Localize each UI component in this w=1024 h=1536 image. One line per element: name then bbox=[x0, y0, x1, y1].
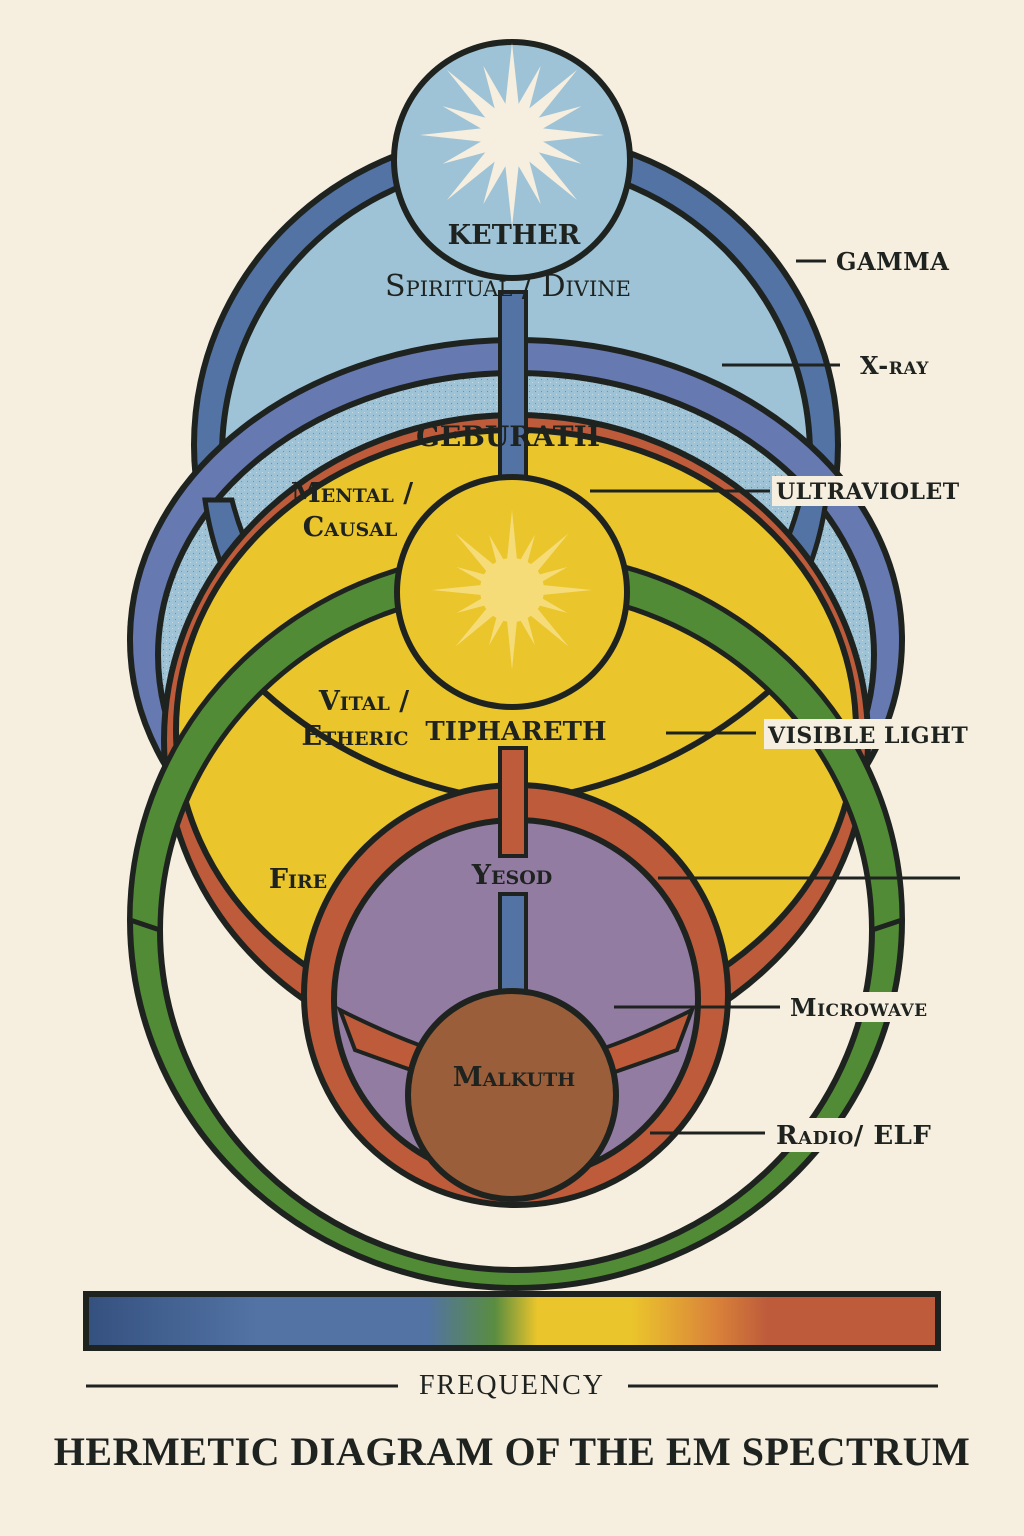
frequency-axis-label-wrap: FREQUENCY bbox=[0, 1370, 1024, 1402]
band-label-visible-light: VISIBLE LIGHT bbox=[767, 723, 968, 749]
pillar-yesod-malkuth bbox=[498, 892, 528, 996]
ray bbox=[442, 106, 516, 145]
kether-sphere bbox=[391, 39, 633, 281]
tiphareth-label: TIPHARETH bbox=[425, 717, 606, 747]
star-icon bbox=[420, 43, 604, 227]
ray bbox=[508, 125, 582, 164]
ray bbox=[483, 65, 522, 139]
vital-label-line1: Vital / bbox=[318, 686, 409, 717]
kether-label: KETHER bbox=[448, 220, 581, 251]
sun-core bbox=[480, 558, 544, 622]
band-label-gamma: GAMMA bbox=[836, 247, 949, 276]
frequency-axis-label: FREQUENCY bbox=[404, 1370, 619, 1401]
fire-label: Fire bbox=[269, 864, 327, 895]
malkuth-sphere bbox=[405, 988, 619, 1202]
ray bbox=[483, 131, 522, 205]
frequency-spectrum-bar bbox=[83, 1291, 941, 1351]
yesod-label: Yesod bbox=[471, 860, 553, 891]
band-label-microwave: Microwave bbox=[790, 993, 928, 1022]
green-ring-top bbox=[127, 549, 905, 934]
sun-icon bbox=[432, 510, 592, 670]
tiphareth-sphere bbox=[394, 474, 630, 710]
pillar-tiphareth-yesod bbox=[498, 746, 528, 858]
page-title: HERMETIC DIAGRAM OF THE EM SPECTRUM bbox=[53, 1429, 971, 1474]
pillar-kether-geburath bbox=[498, 290, 528, 484]
mental-label-line1: Mental / bbox=[291, 478, 413, 509]
vital-label-line2: Etheric bbox=[302, 721, 409, 752]
mental-label-line2: Causal bbox=[303, 512, 398, 543]
geburath-label: GEBURATH bbox=[416, 420, 600, 453]
spiritual-divine-label: Spiritual / Divine bbox=[385, 269, 631, 304]
etheric-curve-right bbox=[559, 687, 772, 798]
band-label-xray: X-ray bbox=[860, 351, 929, 380]
malkuth-label: Malkuth bbox=[453, 1062, 576, 1093]
band-label-radio-elf: Radio/ ELF bbox=[776, 1121, 931, 1151]
band-label-ultraviolet: ULTRAVIOLET bbox=[776, 479, 960, 505]
etheric-curve-left bbox=[259, 687, 471, 798]
